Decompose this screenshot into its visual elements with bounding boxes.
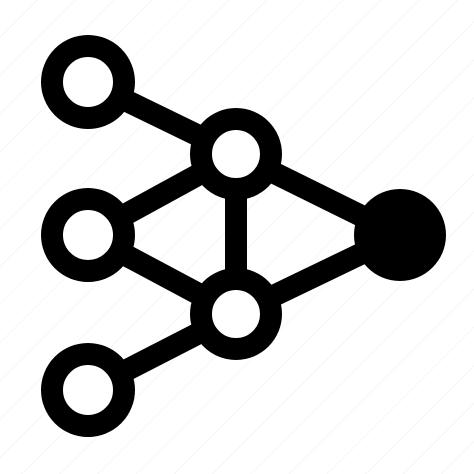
- input-node-2: [41, 188, 135, 282]
- output-node: [354, 189, 446, 281]
- input-node-3: [41, 343, 135, 437]
- hidden-node-2: [190, 268, 282, 360]
- hidden-node-1: [190, 108, 282, 200]
- input-node-1: [41, 35, 135, 129]
